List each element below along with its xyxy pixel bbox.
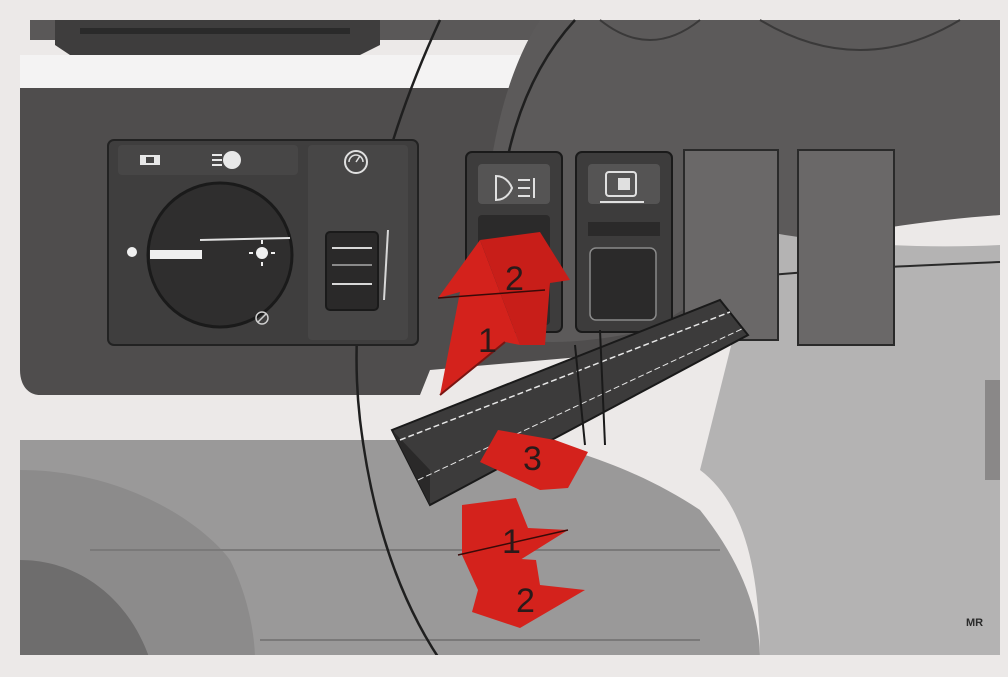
arrow-label-lower-1: 1 [502,523,521,561]
arrow-label-upper-1: 1 [478,322,497,360]
arrow-label-stalk-3: 3 [523,440,542,478]
arrow-label-lower-2: 2 [516,582,535,620]
blank-switch-2 [798,150,894,345]
parking-light-icon [140,155,160,165]
dimmer-thumbwheel[interactable] [326,232,378,310]
arrow-label-upper-2: 2 [505,260,524,298]
light-switch-module [108,140,418,345]
figure-code-label: MR [966,617,983,629]
